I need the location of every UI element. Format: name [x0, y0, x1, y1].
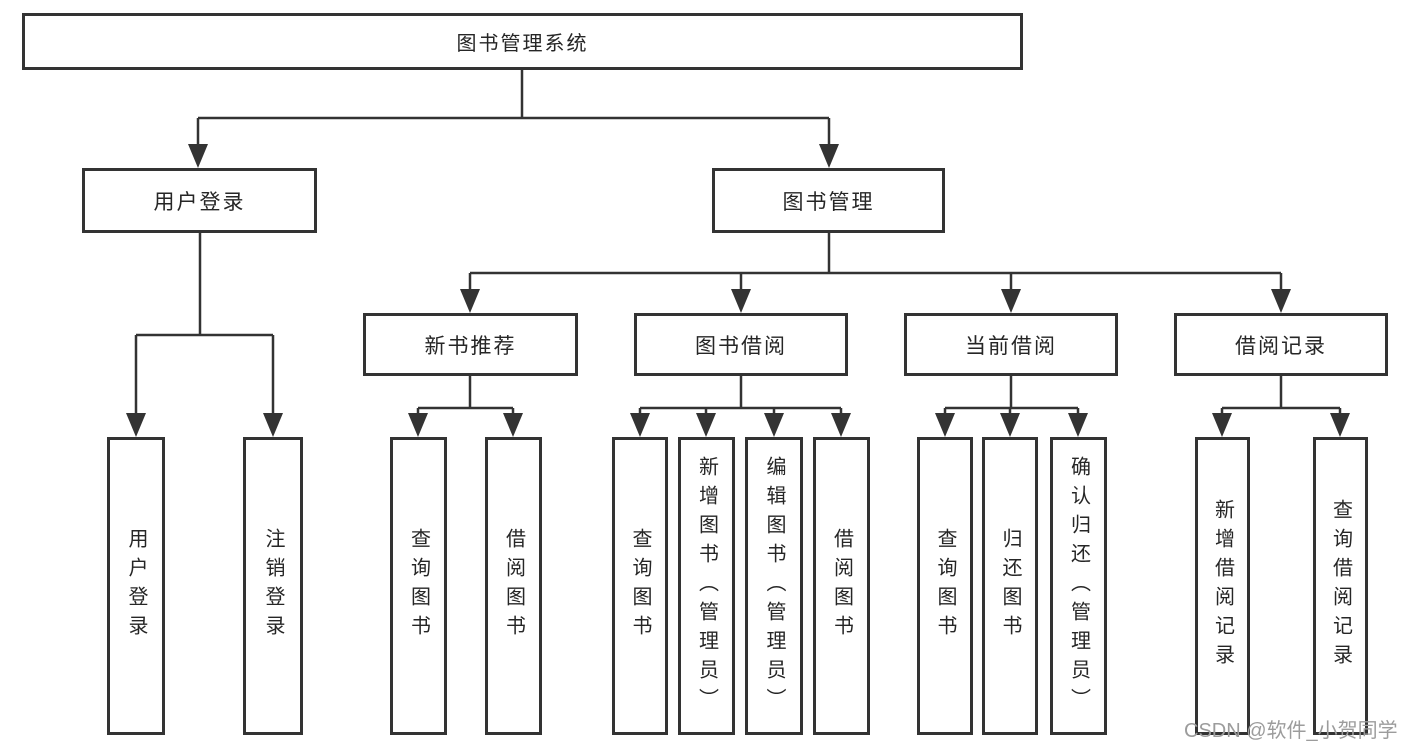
node-leaf-nb-borrow: 借阅图书 — [485, 437, 542, 735]
connector-book-mgmt-children — [460, 233, 1291, 313]
arrowhead-icon — [831, 413, 851, 437]
node-borrow-records: 借阅记录 — [1174, 313, 1388, 376]
arrowhead-icon — [1212, 413, 1232, 437]
node-leaf-bb-borrow: 借阅图书 — [813, 437, 870, 735]
node-leaf-cb-confirm-label: 确认归还（管理员） — [1067, 455, 1090, 717]
arrowhead-icon — [819, 144, 839, 168]
node-leaf-br-query-label: 查询借阅记录 — [1329, 499, 1352, 673]
node-leaf-bb-query-label: 查询图书 — [629, 528, 651, 644]
node-leaf-user-login: 用户登录 — [107, 437, 165, 735]
arrowhead-icon — [1001, 289, 1021, 313]
node-new-book-rec-label: 新书推荐 — [424, 334, 517, 358]
arrowhead-icon — [460, 289, 480, 313]
node-leaf-bb-query: 查询图书 — [612, 437, 668, 735]
node-leaf-bb-edit-label: 编辑图书（管理员） — [763, 455, 785, 717]
node-leaf-bb-borrow-label: 借阅图书 — [830, 528, 853, 644]
node-leaf-cb-confirm: 确认归还（管理员） — [1050, 437, 1107, 735]
connector-borrow-records-children — [1212, 376, 1350, 437]
node-leaf-cb-return-label: 归还图书 — [999, 528, 1021, 644]
node-new-book-rec: 新书推荐 — [363, 313, 578, 376]
node-leaf-cb-return: 归还图书 — [982, 437, 1038, 735]
node-leaf-nb-borrow-label: 借阅图书 — [502, 528, 525, 644]
arrowhead-icon — [764, 413, 784, 437]
node-leaf-cb-query-label: 查询图书 — [934, 528, 956, 644]
arrowhead-icon — [1330, 413, 1350, 437]
arrowhead-icon — [731, 289, 751, 313]
node-leaf-user-login-label: 用户登录 — [125, 528, 147, 644]
connector-book-borrow-children — [630, 376, 851, 437]
node-leaf-bb-add: 新增图书（管理员） — [678, 437, 735, 735]
connector-current-borrow-children — [935, 376, 1088, 437]
arrowhead-icon — [696, 413, 716, 437]
arrowhead-icon — [503, 413, 523, 437]
arrowhead-icon — [1068, 413, 1088, 437]
node-leaf-logout: 注销登录 — [243, 437, 303, 735]
node-leaf-nb-query-label: 查询图书 — [407, 528, 430, 644]
node-book-borrow-label: 图书借阅 — [695, 334, 787, 358]
connector-user-login-children — [126, 233, 283, 437]
node-leaf-br-query: 查询借阅记录 — [1313, 437, 1368, 735]
node-root-label: 图书管理系统 — [456, 33, 589, 55]
node-current-borrow: 当前借阅 — [904, 313, 1118, 376]
node-book-borrow: 图书借阅 — [634, 313, 848, 376]
node-leaf-cb-query: 查询图书 — [917, 437, 973, 735]
arrowhead-icon — [126, 413, 146, 437]
node-user-login: 用户登录 — [82, 168, 317, 233]
arrowhead-icon — [1000, 413, 1020, 437]
connector-root-to-level2 — [188, 70, 839, 168]
arrowhead-icon — [630, 413, 650, 437]
arrowhead-icon — [935, 413, 955, 437]
node-leaf-bb-edit: 编辑图书（管理员） — [745, 437, 803, 735]
arrowhead-icon — [1271, 289, 1291, 313]
node-book-mgmt: 图书管理 — [712, 168, 945, 233]
arrowhead-icon — [408, 413, 428, 437]
node-leaf-logout-label: 注销登录 — [262, 528, 284, 644]
node-current-borrow-label: 当前借阅 — [965, 334, 1057, 358]
connector-new-book-rec-children — [408, 376, 523, 437]
node-leaf-nb-query: 查询图书 — [390, 437, 447, 735]
node-user-login-label: 用户登录 — [153, 190, 246, 214]
node-leaf-br-add-label: 新增借阅记录 — [1211, 499, 1234, 673]
arrowhead-icon — [188, 144, 208, 168]
node-borrow-records-label: 借阅记录 — [1235, 334, 1327, 358]
node-book-mgmt-label: 图书管理 — [782, 190, 875, 214]
csdn-watermark: CSDN @软件_小贺同学 — [1184, 720, 1398, 742]
node-root: 图书管理系统 — [22, 13, 1023, 70]
node-leaf-bb-add-label: 新增图书（管理员） — [695, 455, 718, 717]
node-leaf-br-add: 新增借阅记录 — [1195, 437, 1250, 735]
arrowhead-icon — [263, 413, 283, 437]
